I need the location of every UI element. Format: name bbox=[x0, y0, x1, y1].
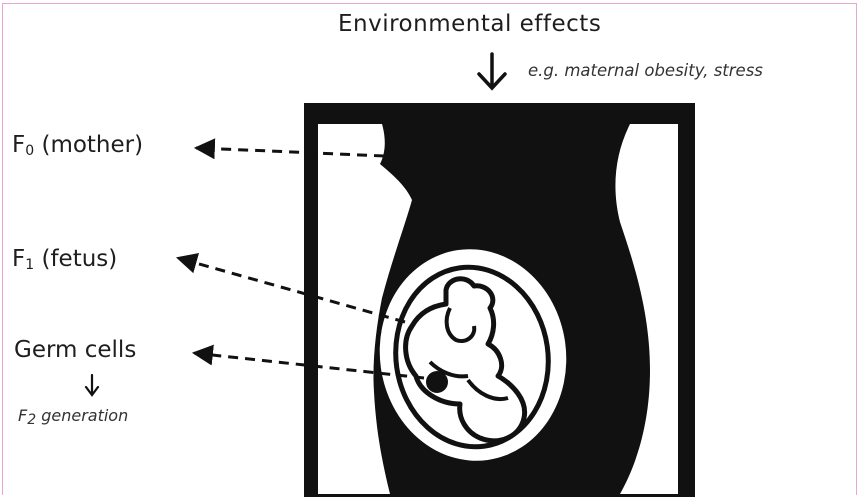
germ-cells-label: Germ cells bbox=[14, 339, 136, 362]
fetus-label-text: (fetus) bbox=[34, 246, 117, 272]
mother-label: F0 (mother) bbox=[12, 134, 143, 158]
fetus-label-subscript: 1 bbox=[25, 257, 34, 273]
down-arrow-icon bbox=[479, 54, 505, 88]
fetus-label-prefix: F bbox=[12, 246, 25, 272]
mother-label-prefix: F bbox=[12, 132, 25, 158]
f2-generation-label: F2 generation bbox=[18, 408, 128, 427]
title: Environmental effects bbox=[338, 13, 601, 36]
germ-down-arrow-icon bbox=[86, 375, 98, 395]
germ-cells-dot bbox=[426, 371, 448, 393]
mother-label-subscript: 0 bbox=[25, 143, 34, 159]
f2-label-subscript: 2 bbox=[27, 412, 36, 428]
f2-label-prefix: F bbox=[18, 406, 27, 425]
f2-label-text: generation bbox=[36, 406, 128, 425]
mother-label-text: (mother) bbox=[34, 132, 143, 158]
fetus-label: F1 (fetus) bbox=[12, 248, 117, 272]
example-text: e.g. maternal obesity, stress bbox=[528, 63, 763, 80]
